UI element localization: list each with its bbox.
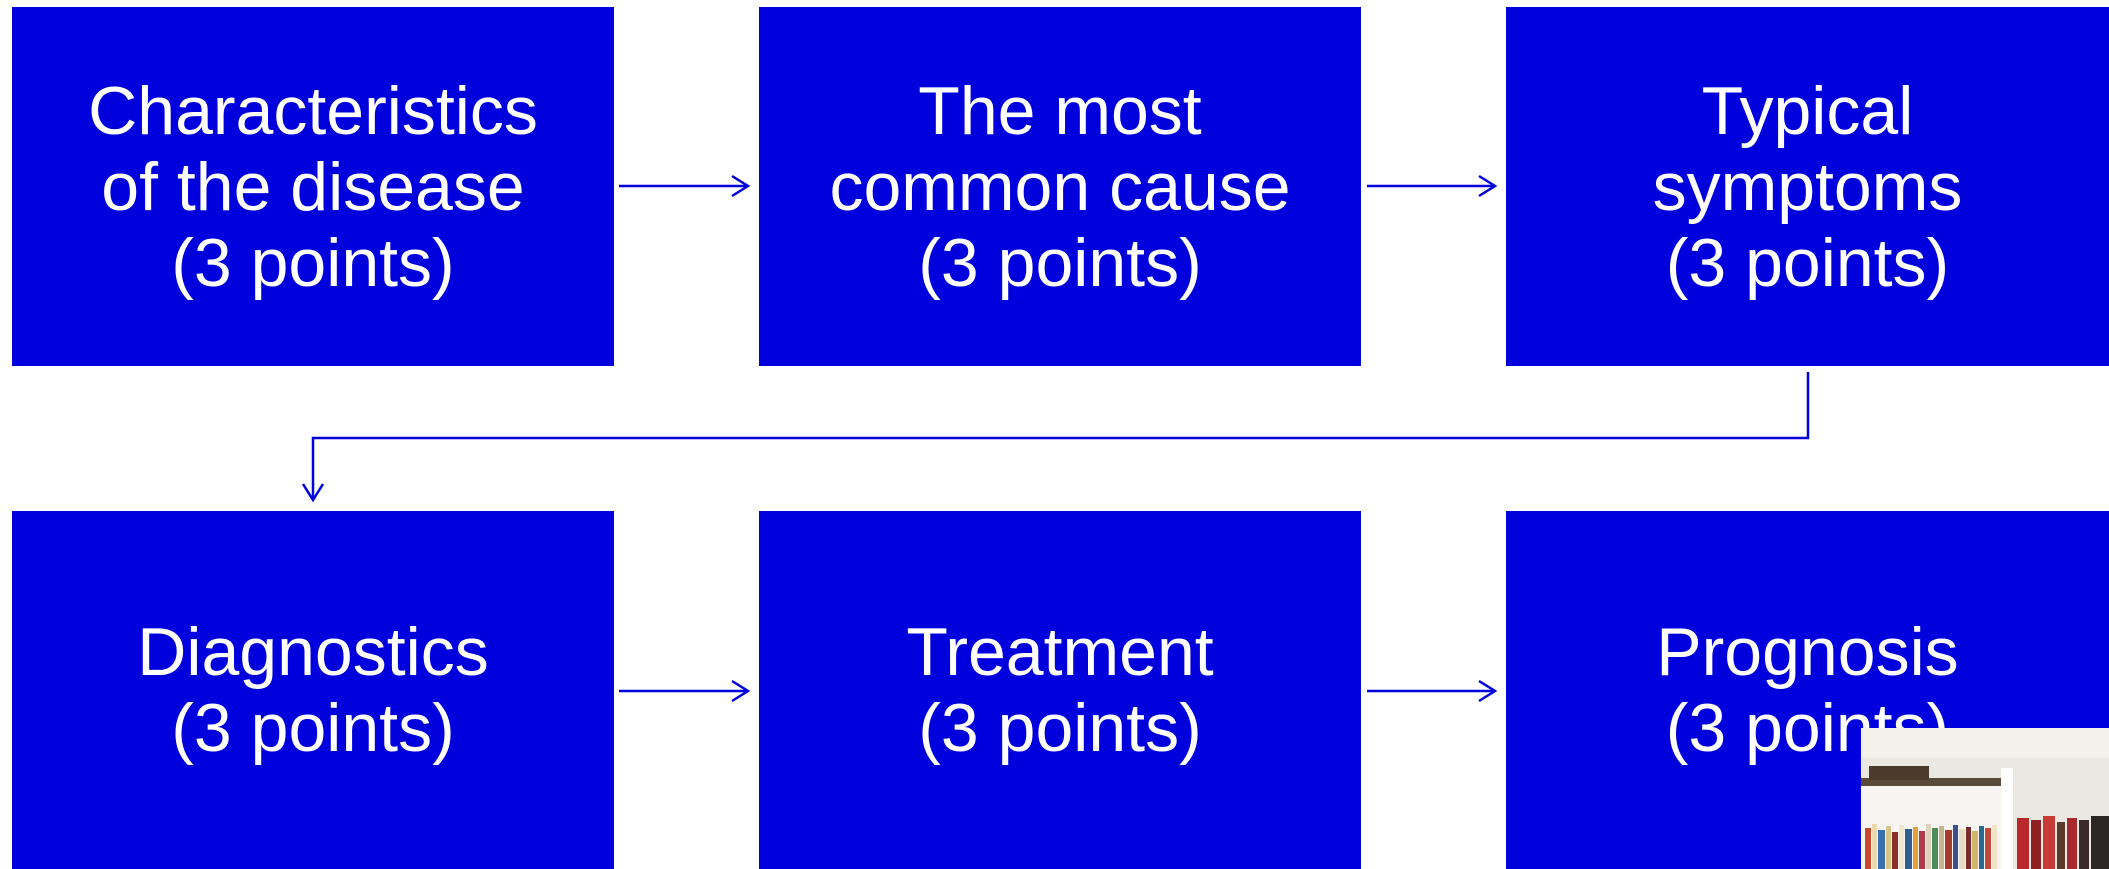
- arrowhead-3-4: [301, 483, 325, 503]
- box-characteristics-label: Characteristics of the disease (3 points…: [88, 72, 538, 301]
- arrowhead-5-6: [1478, 679, 1498, 703]
- box-symptoms-label: Typical symptoms (3 points): [1652, 72, 1963, 301]
- box-diagnostics: Diagnostics (3 points): [12, 511, 614, 869]
- box-treatment-label: Treatment (3 points): [906, 614, 1214, 766]
- box-common-cause-label: The most common cause (3 points): [829, 72, 1291, 301]
- webcam-bookshelf-icon: [1861, 728, 2109, 869]
- arrow-3-4: [311, 372, 1810, 500]
- box-common-cause: The most common cause (3 points): [759, 7, 1361, 366]
- box-characteristics: Characteristics of the disease (3 points…: [12, 7, 614, 366]
- webcam-overlay: [1861, 728, 2109, 869]
- box-treatment: Treatment (3 points): [759, 511, 1361, 869]
- box-symptoms: Typical symptoms (3 points): [1506, 7, 2109, 366]
- arrowhead-4-5: [731, 679, 751, 703]
- box-prognosis-label: Prognosis (3 points): [1656, 614, 1959, 766]
- box-diagnostics-label: Diagnostics (3 points): [137, 614, 489, 766]
- arrowhead-2-3: [1478, 174, 1498, 198]
- arrowhead-1-2: [731, 174, 751, 198]
